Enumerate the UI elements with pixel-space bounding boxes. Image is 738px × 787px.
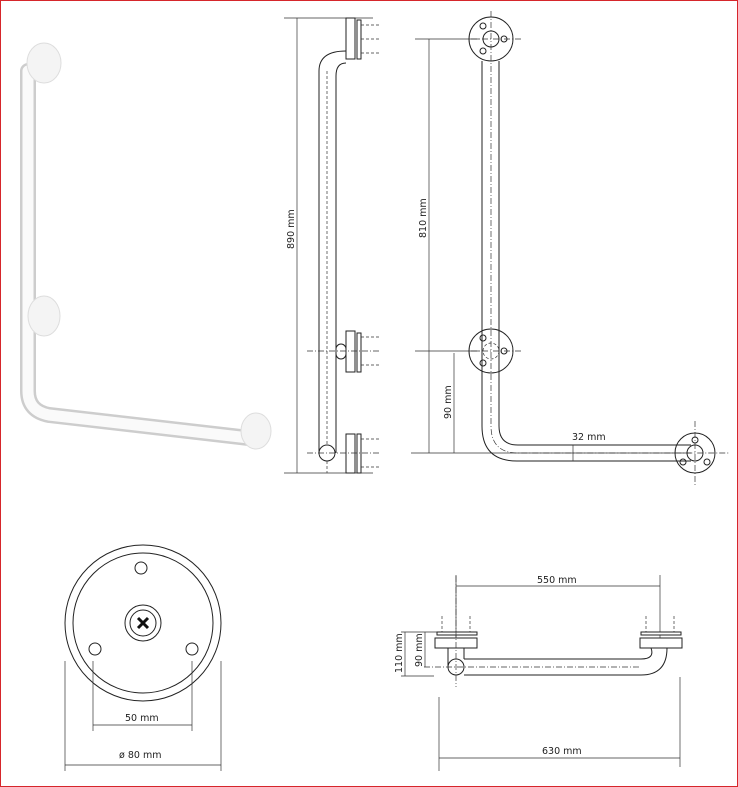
dim-rosette-diameter: ø 80 mm <box>119 750 161 761</box>
product-render <box>20 42 272 450</box>
dim-top-depth-outer: 110 mm <box>394 633 405 673</box>
dim-tube-diameter: 32 mm <box>572 432 606 443</box>
dim-top-depth-axis: 90 mm <box>414 633 425 667</box>
rosette-detail: 50 mm ø 80 mm <box>64 544 222 771</box>
dim-front-height: 810 mm <box>418 198 429 238</box>
top-view: 550 mm 110 mm 90 mm 630 mm <box>394 575 683 771</box>
dim-front-lower: 90 mm <box>443 385 454 419</box>
dim-top-total: 630 mm <box>542 746 582 757</box>
side-view: 890 mm <box>284 17 379 474</box>
front-view: 810 mm 90 mm 32 mm <box>411 11 729 487</box>
dim-side-height: 890 mm <box>286 209 297 249</box>
dim-top-span: 550 mm <box>537 575 577 586</box>
dim-hole-spacing: 50 mm <box>125 713 159 724</box>
